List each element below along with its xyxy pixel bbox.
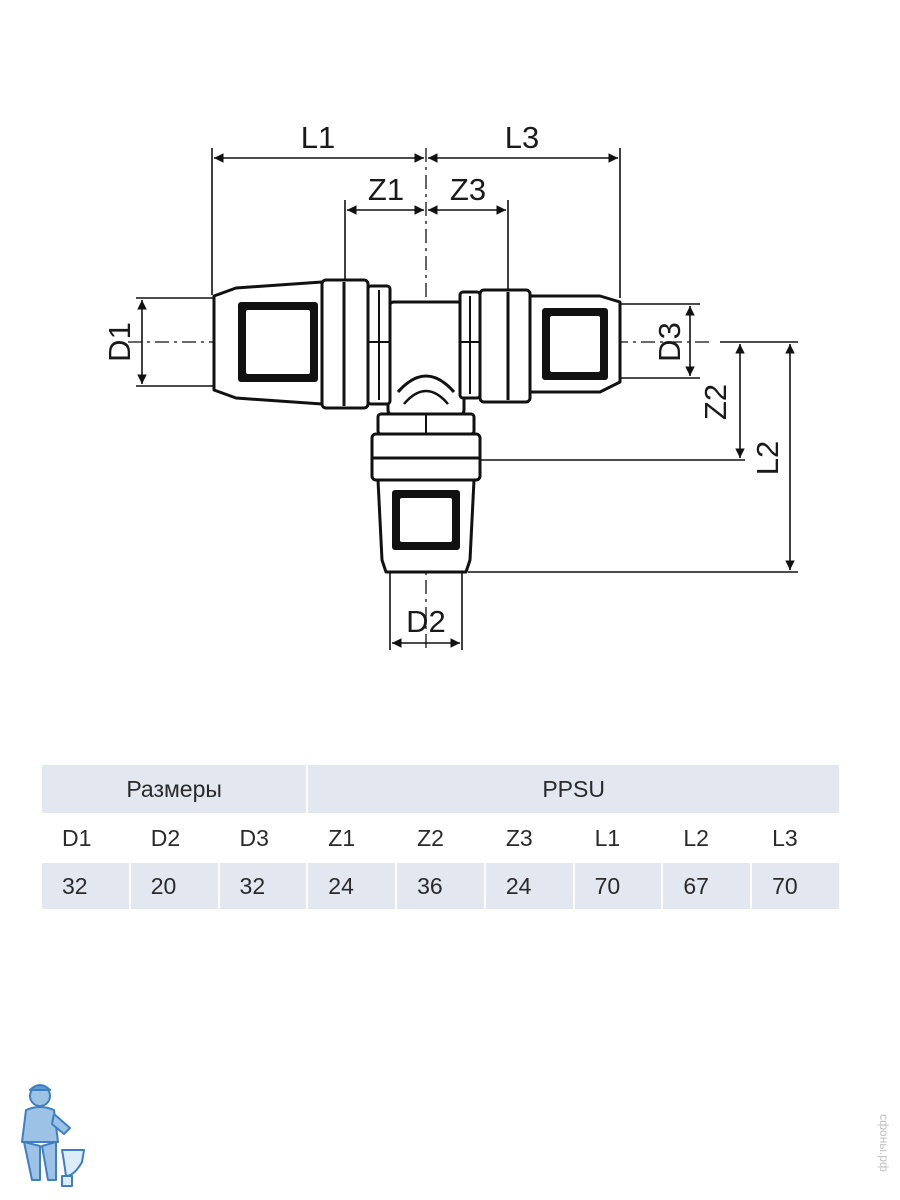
table-cell: 32	[40, 861, 131, 911]
table-cell: 70	[572, 861, 664, 911]
dimensions-table: Размеры PPSU D1 D2 D3 Z1 Z2 Z3 L1 L2 L3 …	[39, 763, 841, 911]
plumber-mascot-icon	[21, 1084, 85, 1187]
fitting-body	[212, 278, 622, 574]
table-column-header-row: D1 D2 D3 Z1 Z2 Z3 L1 L2 L3	[40, 813, 841, 863]
label-l1: L1	[301, 120, 335, 155]
column-header: Z3	[483, 813, 575, 863]
table-cell: 24	[306, 861, 398, 911]
column-header: L3	[750, 813, 841, 863]
column-header: L2	[661, 813, 753, 863]
group-header-sizes: Размеры	[39, 763, 309, 815]
column-header: D2	[128, 813, 220, 863]
table-cell: 20	[128, 861, 220, 911]
column-header: Z1	[306, 813, 398, 863]
label-z2: Z2	[698, 384, 733, 420]
column-header: D3	[217, 813, 309, 863]
table-row: 32 20 32 24 36 24 70 67 70	[40, 861, 841, 911]
column-header: D1	[40, 813, 131, 863]
table-cell: 67	[661, 861, 753, 911]
group-header-material: PPSU	[306, 763, 841, 815]
site-watermark: сфоны.рф	[862, 1088, 900, 1198]
label-d1: D1	[102, 322, 137, 362]
label-l3: L3	[505, 120, 539, 155]
dimension-lines	[137, 153, 795, 648]
column-header: L1	[572, 813, 664, 863]
table-cell: 70	[750, 861, 841, 911]
label-d2: D2	[406, 604, 446, 639]
label-z3: Z3	[450, 172, 486, 207]
table-group-header-row: Размеры PPSU	[39, 763, 841, 815]
table-cell: 24	[483, 861, 575, 911]
label-l2: L2	[750, 441, 785, 475]
column-header: Z2	[395, 813, 486, 863]
watermark-text: сфоны.рф	[877, 1114, 891, 1172]
extension-lines	[136, 148, 798, 650]
tee-fitting-diagram: L1 L3 Z1 Z3 D1 D3 Z2 L2 D2	[102, 120, 798, 650]
table-cell: 36	[395, 861, 486, 911]
label-d3: D3	[652, 322, 687, 362]
label-z1: Z1	[368, 172, 404, 207]
table-cell: 32	[217, 861, 309, 911]
